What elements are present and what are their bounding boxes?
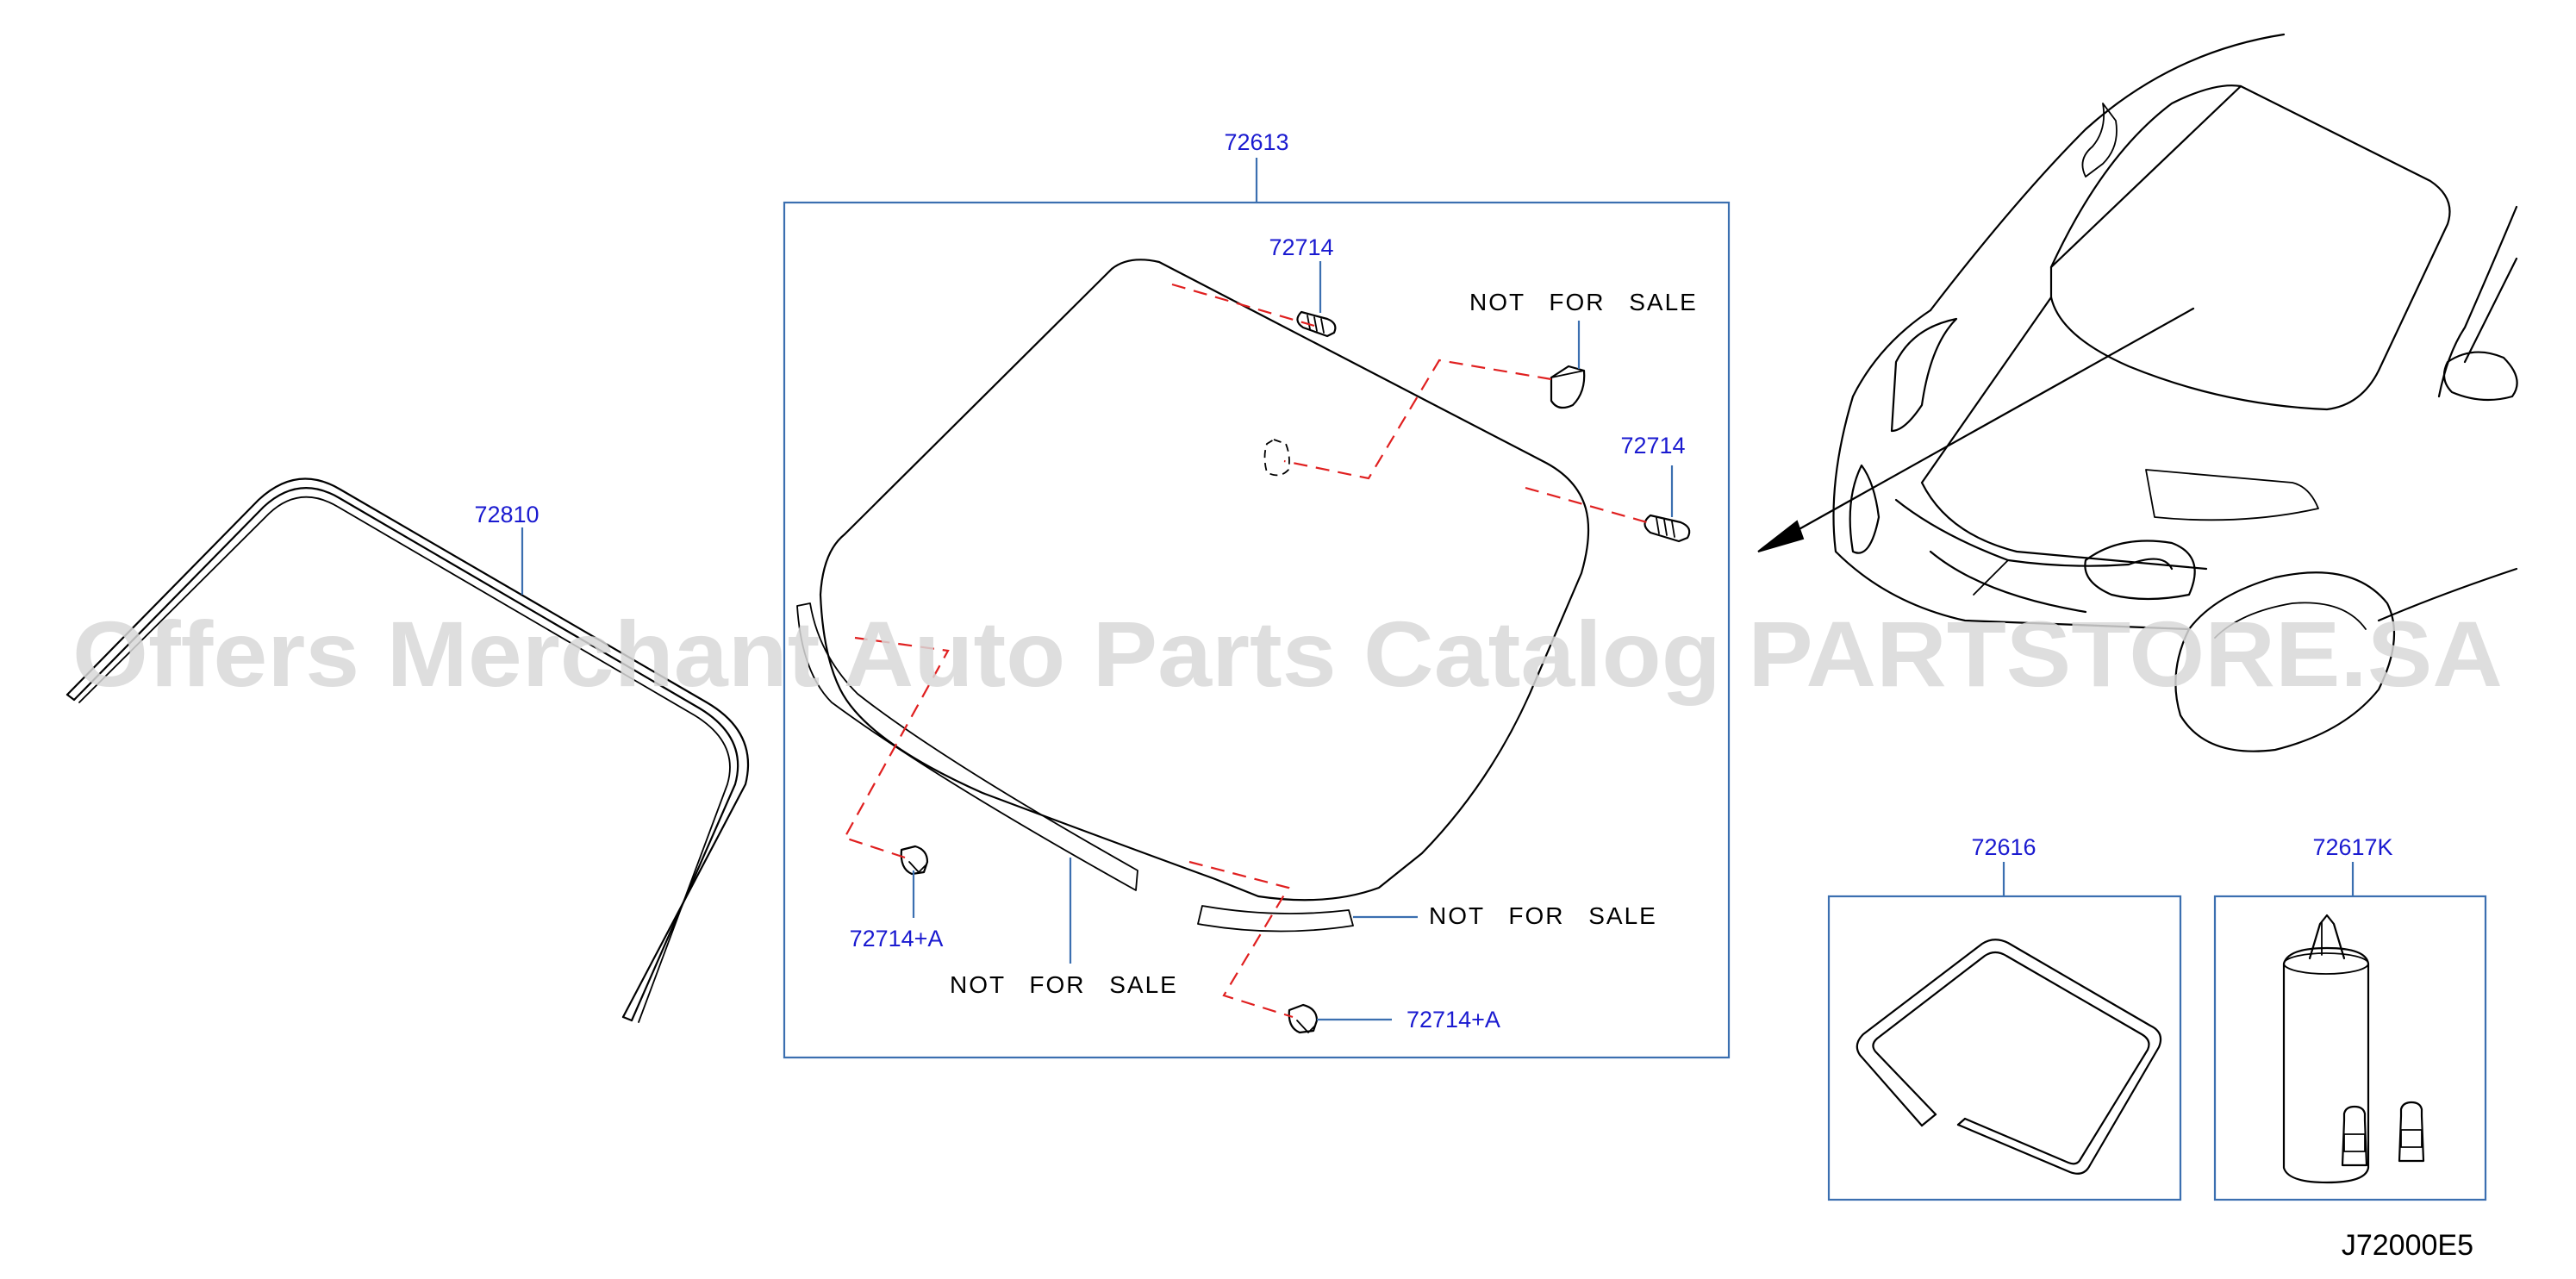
note-not-for-sale-center: NOT FOR SALE: [1429, 902, 1657, 929]
lower-garnish-strip[interactable]: [796, 602, 1138, 891]
callout-dam-rubber[interactable]: 72616: [1971, 834, 2036, 860]
note-not-for-sale-strip: NOT FOR SALE: [950, 971, 1178, 998]
vehicle-illustration: [1757, 33, 2518, 752]
watermark-text: Offers Merchant Auto Parts Catalog PARTS…: [72, 602, 2503, 706]
sensor-bracket-shape[interactable]: [1550, 365, 1586, 409]
clip-bottom-a-shape[interactable]: [1288, 1003, 1319, 1034]
dashed-leader-clip-right: [1525, 486, 1654, 526]
molding-drawing[interactable]: [65, 477, 750, 1023]
windshield-glass[interactable]: [819, 259, 1590, 902]
location-arrow: [1765, 307, 2195, 549]
adhesive-kit-drawing[interactable]: [2282, 914, 2425, 1184]
callout-clip-top[interactable]: 72714: [1269, 234, 1333, 260]
dashed-leader-clip-bottom-a: [1188, 860, 1294, 1019]
callout-clip-bottom-a[interactable]: 72714+A: [1407, 1007, 1500, 1033]
dashed-leader-clip-top: [1171, 283, 1315, 328]
callout-clip-right[interactable]: 72714: [1620, 433, 1685, 459]
clip-top-shape[interactable]: [1296, 310, 1337, 338]
callout-clip-left-a[interactable]: 72714+A: [850, 926, 944, 951]
dashed-leader-sensor: [1283, 359, 1552, 480]
clip-right-shape[interactable]: [1644, 514, 1691, 543]
location-arrowhead: [1757, 520, 1805, 552]
adhesive-kit-frame: [2213, 895, 2487, 1201]
dam-rubber-drawing[interactable]: [1856, 939, 2162, 1175]
center-lower-strip[interactable]: [1197, 905, 1354, 933]
diagram-code: J72000E5: [2342, 1229, 2473, 1262]
clip-left-a-shape[interactable]: [900, 845, 929, 876]
dashed-leader-clip-left-a: [843, 636, 950, 859]
callout-adhesive-kit[interactable]: 72617K: [2312, 834, 2392, 860]
callout-windshield-assy[interactable]: 72613: [1224, 129, 1288, 155]
mirror-mount-outline: [1263, 439, 1290, 477]
callout-molding[interactable]: 72810: [474, 502, 539, 527]
note-not-for-sale-top: NOT FOR SALE: [1469, 289, 1698, 315]
